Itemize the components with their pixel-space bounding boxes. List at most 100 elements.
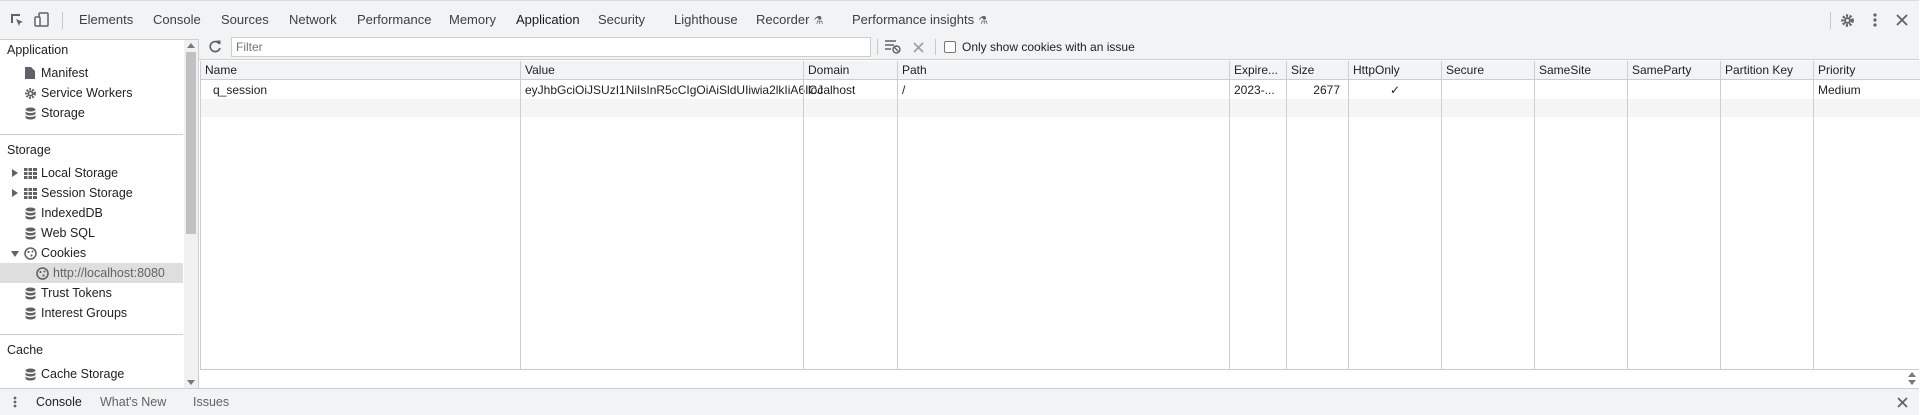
tab-elements[interactable]: Elements — [79, 12, 134, 27]
column-divider — [1720, 61, 1721, 369]
drawer-menu-kebab-icon[interactable] — [8, 395, 22, 409]
column-header-name[interactable]: Name — [205, 63, 238, 77]
sidebar-item-label: Cookies — [41, 246, 87, 260]
scroll-up-arrow-icon[interactable] — [187, 43, 195, 48]
sidebar-item-trust-tokens[interactable]: Trust Tokens — [0, 283, 183, 303]
tab-performance[interactable]: Performance — [357, 12, 432, 27]
database-icon — [23, 226, 37, 240]
tab-recorder-label: Recorder — [756, 12, 810, 27]
sidebar-scrollbar-thumb[interactable] — [186, 52, 196, 234]
tab-bar-divider — [1830, 12, 1831, 29]
console-drawer-bar: Console What's New Issues — [0, 388, 1919, 415]
database-icon — [23, 306, 37, 320]
sidebar-item-indexeddb[interactable]: IndexedDB — [0, 203, 183, 223]
cell-priority[interactable]: Medium — [1818, 83, 1861, 97]
column-header-expires[interactable]: Expire... — [1234, 63, 1279, 77]
cell-partition-key[interactable] — [1721, 81, 1813, 99]
tab-lighthouse[interactable]: Lighthouse — [674, 12, 738, 27]
sidebar-item-manifest[interactable]: Manifest — [0, 63, 183, 83]
cell-value[interactable]: eyJhbGciOiJSUzI1NiIsInR5cCIgOiAiSldUIiwi… — [525, 83, 824, 97]
more-options-kebab-icon[interactable] — [1866, 11, 1884, 29]
table-grid-icon — [23, 186, 37, 200]
sidebar-section-application: Application — [7, 43, 69, 57]
column-header-domain[interactable]: Domain — [808, 63, 850, 77]
close-drawer-icon[interactable] — [1895, 395, 1909, 409]
resize-up-arrow-icon — [1908, 372, 1916, 377]
cell-samesite[interactable] — [1535, 81, 1627, 99]
sidebar-item-label: Interest Groups — [41, 306, 128, 320]
only-issues-checkbox[interactable] — [944, 41, 956, 53]
sidebar-divider — [0, 334, 183, 335]
column-divider — [1534, 61, 1535, 369]
cell-sameparty[interactable] — [1628, 81, 1720, 99]
document-icon — [23, 66, 37, 80]
inspect-element-icon[interactable] — [8, 11, 26, 29]
sidebar-item-web-sql[interactable]: Web SQL — [0, 223, 183, 243]
scroll-down-arrow-icon[interactable] — [187, 380, 195, 385]
clear-all-cookies-icon[interactable] — [910, 39, 926, 55]
column-header-secure[interactable]: Secure — [1446, 63, 1485, 77]
column-header-path[interactable]: Path — [902, 63, 927, 77]
sidebar-scrollbar[interactable] — [184, 40, 198, 388]
experimental-flask-icon: ⚗ — [813, 15, 824, 27]
device-toolbar-icon[interactable] — [33, 11, 51, 29]
cookie-filter-input[interactable] — [231, 37, 871, 57]
cell-httponly[interactable]: ✓ — [1389, 83, 1401, 97]
column-header-httponly[interactable]: HttpOnly — [1353, 63, 1400, 77]
tab-performance-insights[interactable]: Performance insights⚗ — [852, 1, 988, 39]
expand-arrow-icon[interactable] — [12, 189, 18, 197]
cell-secure[interactable] — [1442, 81, 1534, 99]
sidebar-item-cookies[interactable]: Cookies — [0, 243, 183, 263]
cell-domain[interactable]: localhost — [808, 83, 856, 97]
cell-name[interactable]: q_session — [213, 83, 268, 97]
drawer-tab-console[interactable]: Console — [36, 395, 82, 409]
cell-expires[interactable]: 2023-... — [1234, 83, 1275, 97]
sidebar-item-label: Manifest — [41, 66, 89, 80]
sidebar-item-storage-overview[interactable]: Storage — [0, 103, 183, 123]
column-header-sameparty[interactable]: SameParty — [1632, 63, 1692, 77]
clear-filtered-cookies-icon[interactable] — [885, 39, 901, 55]
column-divider — [1348, 61, 1349, 369]
drawer-tab-issues[interactable]: Issues — [193, 395, 230, 409]
expand-arrow-icon[interactable] — [12, 169, 18, 177]
cookies-toolbar: Only show cookies with an issue — [199, 34, 1919, 60]
sidebar-item-label: Storage — [41, 106, 85, 120]
column-header-partition-key[interactable]: Partition Key — [1725, 63, 1794, 77]
drawer-tab-whats-new[interactable]: What's New — [100, 395, 167, 409]
tab-console[interactable]: Console — [153, 12, 201, 27]
devtools-tab-bar: Elements Console Sources Network Perform… — [0, 0, 1919, 40]
collapse-arrow-icon[interactable] — [11, 251, 19, 257]
column-divider — [1627, 61, 1628, 369]
refresh-icon[interactable] — [207, 39, 223, 55]
sidebar-item-local-storage[interactable]: Local Storage — [0, 163, 183, 183]
table-row[interactable]: q_session eyJhbGciOiJSUzI1NiIsInR5cCIgOi… — [201, 81, 1920, 99]
tab-memory[interactable]: Memory — [449, 12, 496, 27]
tab-sources[interactable]: Sources — [221, 12, 269, 27]
column-header-priority[interactable]: Priority — [1818, 63, 1856, 77]
column-header-size[interactable]: Size — [1291, 63, 1315, 77]
column-divider — [803, 61, 804, 369]
settings-gear-icon[interactable] — [1838, 11, 1856, 29]
sidebar-item-interest-groups[interactable]: Interest Groups — [0, 303, 183, 323]
tab-network[interactable]: Network — [289, 12, 337, 27]
column-header-value[interactable]: Value — [525, 63, 555, 77]
sidebar-item-cookie-origin[interactable]: http://localhost:8080 — [0, 263, 183, 283]
sidebar-item-service-workers[interactable]: Service Workers — [0, 83, 183, 103]
sidebar-item-label: Session Storage — [41, 186, 133, 200]
only-issues-label[interactable]: Only show cookies with an issue — [962, 40, 1135, 54]
tab-application-label: Application — [516, 12, 580, 27]
sidebar-item-cache-storage[interactable]: Cache Storage — [0, 364, 183, 384]
column-divider — [1229, 61, 1230, 369]
tab-security[interactable]: Security — [598, 12, 645, 27]
sidebar-item-session-storage[interactable]: Session Storage — [0, 183, 183, 203]
table-header-row: Name Value Domain Path Expire... Size Ht… — [201, 61, 1920, 80]
cell-size[interactable]: 2677 — [1313, 83, 1340, 97]
close-devtools-icon[interactable] — [1893, 11, 1911, 29]
preview-resize-handle[interactable] — [1905, 370, 1919, 388]
column-divider — [897, 61, 898, 369]
tab-recorder[interactable]: Recorder⚗ — [756, 1, 823, 39]
column-header-samesite[interactable]: SameSite — [1539, 63, 1592, 77]
cell-path[interactable]: / — [902, 83, 906, 97]
database-icon — [23, 106, 37, 120]
sidebar-item-label: Service Workers — [41, 86, 133, 100]
